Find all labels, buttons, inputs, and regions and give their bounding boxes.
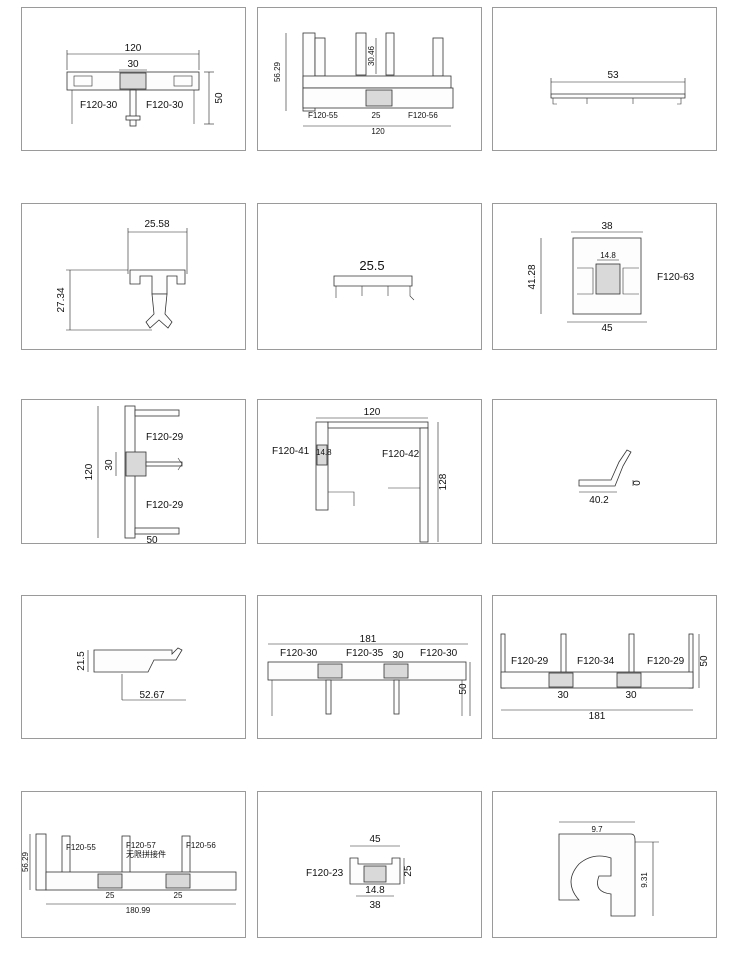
- label-right: F120-30: [146, 100, 184, 111]
- profile-drawing: 38 14.8 41.28 45 F120-63: [527, 221, 695, 334]
- dim-g2: 25: [174, 891, 183, 900]
- profile-drawing: 56.29 F120-55 F120-57 无限拼接件 F120-56 25 2…: [22, 833, 237, 915]
- label-right: F120-56: [186, 841, 216, 850]
- dim-center: 30: [392, 650, 404, 661]
- label-right: F120-30: [420, 648, 458, 659]
- dim-center: 30: [127, 59, 139, 70]
- panel-bracket-40-2: 40.2 0: [492, 399, 717, 544]
- dim-inner: 14.8: [316, 448, 332, 457]
- dim-width: 120: [371, 127, 385, 136]
- label-left: F120-30: [280, 648, 318, 659]
- dim-bottom: 38: [369, 900, 381, 911]
- profile-drawing: 25.5: [333, 258, 415, 301]
- panel-cover-25-5: 25.5: [257, 203, 482, 350]
- panel-profile-25-58: 25.58 27.34: [21, 203, 246, 350]
- label-left: F120-55: [66, 843, 96, 852]
- label-left: F120-41: [272, 446, 310, 457]
- dim-height: 41.28: [527, 264, 538, 289]
- label-right: F120-56: [408, 111, 438, 120]
- profile-drawing: 45 F120-23 25 14.8 38: [306, 834, 414, 911]
- profile-drawing: F120-29 F120-34 F120-29 30 30 181 50: [500, 633, 710, 722]
- label-bottom: F120-29: [146, 500, 184, 511]
- dim-width: 25.58: [144, 219, 169, 230]
- dim-width: 52.67: [139, 690, 164, 701]
- panel-f120-30-35-30: 181 F120-30 F120-35 30 F120-30 50: [257, 595, 482, 739]
- dim-height: 50: [214, 92, 225, 104]
- profile-drawing: 53: [550, 70, 686, 105]
- label-right: F120-42: [382, 449, 420, 460]
- dim-width: 120: [364, 407, 381, 418]
- profile-drawing: 9.7 9.31: [558, 821, 659, 917]
- label-left: F120-55: [308, 111, 338, 120]
- dim-inner: 30.46: [367, 45, 376, 66]
- dim-height: 50: [458, 683, 469, 695]
- dim-inner: 14.8: [365, 885, 385, 896]
- panel-f120-63: 38 14.8 41.28 45 F120-63: [492, 203, 717, 350]
- dim-width: 120: [125, 43, 142, 54]
- dim-width: 181: [360, 634, 377, 645]
- profile-drawing: 181 F120-30 F120-35 30 F120-30 50: [267, 634, 471, 716]
- dim-inner: 14.8: [600, 251, 616, 260]
- panel-f120-30-pair: 120 30 50 F120-30 F120-30: [21, 7, 246, 151]
- profile-drawing: 25.58 27.34: [56, 219, 188, 331]
- panel-f120-41-42: 120 128 F120-41 14.8 F120-42: [257, 399, 482, 544]
- label-mid-note: 无限拼接件: [126, 849, 166, 859]
- label-name: F120-63: [657, 272, 695, 283]
- panel-f120-29-vertical: 120 30 F120-29 F120-29 50: [21, 399, 246, 544]
- panel-f120-29-34-29: F120-29 F120-34 F120-29 30 30 181 50: [492, 595, 717, 739]
- label-mid: F120-35: [346, 648, 384, 659]
- panel-f120-23: 45 F120-23 25 14.8 38: [257, 791, 482, 938]
- dim-bottom: 45: [601, 323, 613, 334]
- dim-height: 56.29: [273, 61, 282, 82]
- profile-drawing: 120 128 F120-41 14.8 F120-42: [272, 407, 449, 543]
- panel-f120-55-57-56: 56.29 F120-55 F120-57 无限拼接件 F120-56 25 2…: [21, 791, 246, 938]
- label-right: F120-29: [647, 656, 685, 667]
- dim-width: 180.99: [126, 906, 151, 915]
- label-top: F120-29: [146, 432, 184, 443]
- dim-base: 50: [146, 535, 158, 544]
- dim-c2: 30: [625, 690, 637, 701]
- dim-height: 9.31: [640, 872, 649, 888]
- profile-drawing: 120 30 50 F120-30 F120-30: [66, 43, 225, 127]
- dim-height: 120: [84, 463, 95, 480]
- dim-c1: 30: [557, 690, 569, 701]
- label-name: F120-23: [306, 868, 344, 879]
- dim-height: 50: [699, 655, 710, 667]
- label-mid: F120-34: [577, 656, 615, 667]
- dim-width: 40.2: [589, 495, 609, 506]
- dim-height: 56.29: [22, 851, 30, 872]
- panel-profile-52-67: 21.5 52.67: [21, 595, 246, 739]
- profile-drawing: 56.29 30.46 F120-55 25 F120-56 120: [273, 32, 454, 136]
- panel-cover-53: 53: [492, 7, 717, 151]
- dim-gap: 25: [372, 111, 381, 120]
- dim-height: 128: [438, 473, 449, 490]
- panel-f120-55-56: 56.29 30.46 F120-55 25 F120-56 120: [257, 7, 482, 151]
- dim-height: 27.34: [56, 287, 67, 312]
- dim-width: 53: [607, 70, 619, 81]
- profile-drawing: 40.2 0: [578, 449, 643, 506]
- dim-width: 25.5: [359, 258, 384, 273]
- dim-top: 45: [369, 834, 381, 845]
- dim-height: 21.5: [76, 651, 87, 671]
- dim-g1: 25: [106, 891, 115, 900]
- profile-drawing: 21.5 52.67: [76, 647, 186, 701]
- dim-center: 30: [104, 459, 115, 471]
- dim-top: 9.7: [591, 825, 603, 834]
- profile-drawing: 120 30 F120-29 F120-29 50: [84, 405, 184, 544]
- label-left: F120-29: [511, 656, 549, 667]
- dim-height: 25: [403, 865, 414, 877]
- dim-height: 0: [632, 480, 643, 486]
- label-left: F120-30: [80, 100, 118, 111]
- dim-width: 181: [589, 711, 606, 722]
- label-mid: F120-57: [126, 841, 156, 850]
- panel-connector-9-7: 9.7 9.31: [492, 791, 717, 938]
- dim-top: 38: [601, 221, 613, 232]
